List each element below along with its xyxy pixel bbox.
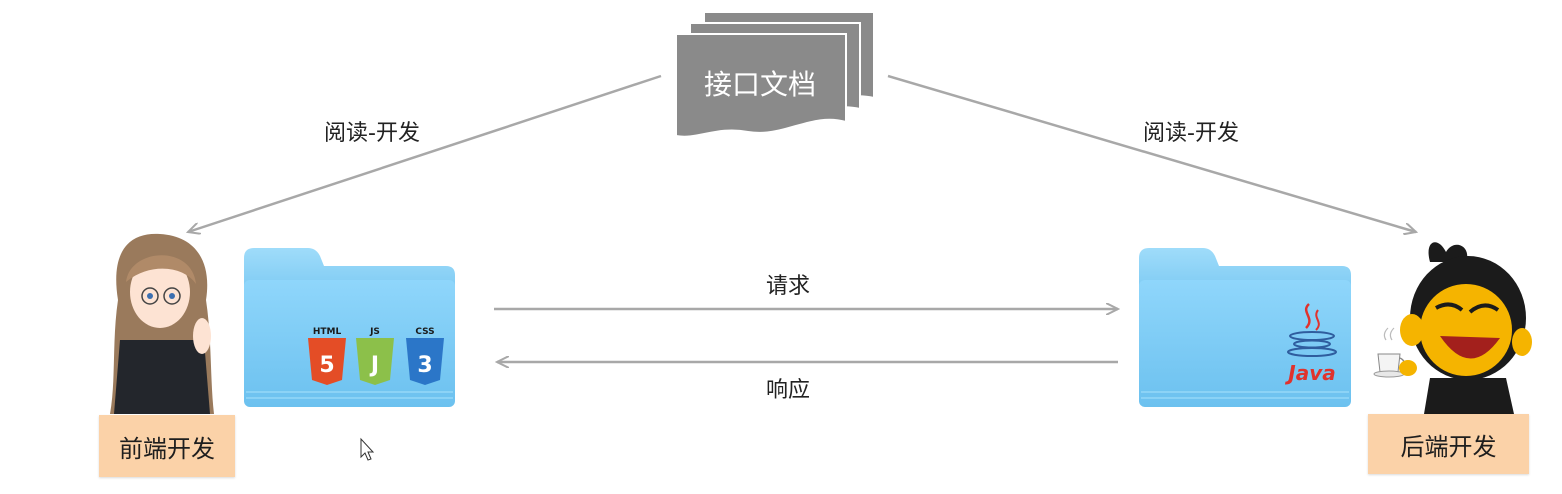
svg-text:J: J xyxy=(369,353,379,378)
backend-role-box: 后端开发 xyxy=(1368,414,1529,474)
read-right-arrow xyxy=(887,74,1416,232)
svg-text:5: 5 xyxy=(319,353,334,378)
mouse-cursor-icon xyxy=(360,437,375,461)
js-icon xyxy=(356,338,394,385)
frontend-role-box: 前端开发 xyxy=(99,415,235,477)
frontend-developer-avatar xyxy=(110,233,214,414)
read-left-arrow xyxy=(188,74,662,232)
java-label: Java xyxy=(1284,361,1335,385)
doc-label: 接口文档 xyxy=(704,68,816,101)
document-stack-icon xyxy=(675,11,875,138)
frontend-folder-icon: HTML 5 JS J CSS 3 xyxy=(244,248,455,407)
css-badge-label: CSS xyxy=(415,327,434,337)
svg-text:3: 3 xyxy=(417,353,432,378)
read-develop-left-label: 阅读-开发 xyxy=(324,121,420,146)
html-badge-label: HTML xyxy=(313,327,342,337)
css3-icon xyxy=(406,338,444,385)
js-badge-label: JS xyxy=(369,327,380,337)
coffee-cup-icon xyxy=(1377,353,1401,373)
request-label: 请求 xyxy=(766,274,811,299)
read-develop-right-label: 阅读-开发 xyxy=(1143,121,1239,146)
response-label: 响应 xyxy=(766,378,811,403)
backend-folder-icon: Java xyxy=(1139,248,1351,407)
backend-developer-avatar xyxy=(1373,242,1532,414)
java-icon xyxy=(1287,303,1337,357)
html5-icon xyxy=(308,338,346,385)
